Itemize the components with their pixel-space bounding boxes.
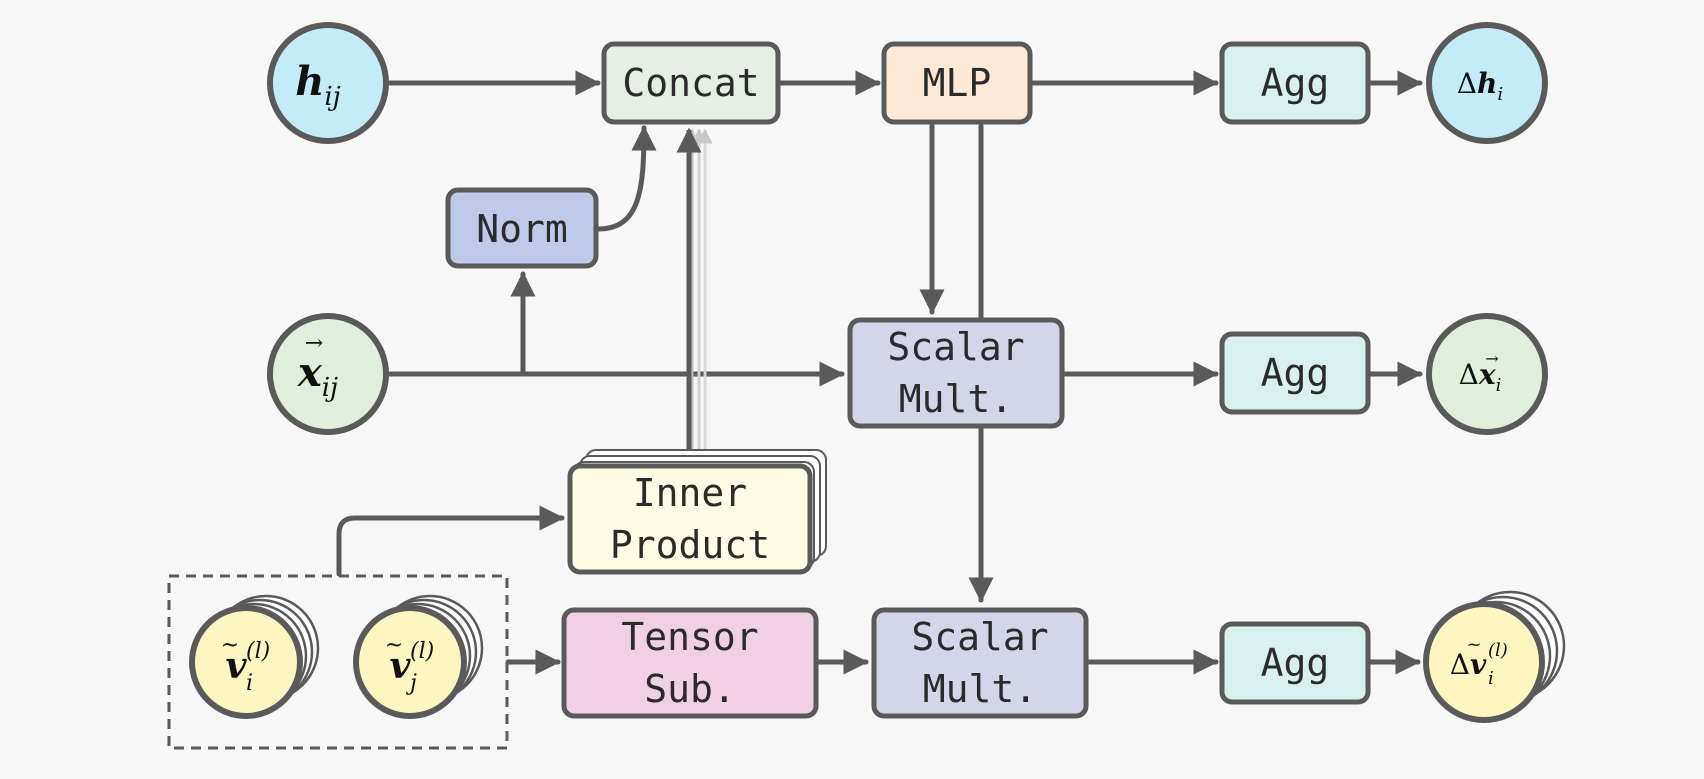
agg-x-box	[1219, 331, 1371, 415]
delta-v-i-symbol: v	[1470, 648, 1487, 681]
v-j-symbol: v	[390, 645, 412, 687]
agg-h-label: Agg	[1261, 61, 1330, 105]
delta-h-i-subscript: i	[1497, 84, 1503, 105]
delta-x-i-subscript: i	[1496, 375, 1502, 396]
scalar-mult-v-box	[871, 607, 1089, 719]
svg-text:Δxi: Δxi	[1459, 358, 1502, 396]
inner-product-box	[567, 463, 813, 575]
delta-v-i-tilde: ~	[1466, 634, 1481, 655]
delta-v-i-superscript: (l)	[1488, 640, 1508, 661]
node-delta-h-i: Δhi	[1426, 22, 1548, 144]
mlp-label: MLP	[923, 61, 992, 105]
v-i-tilde: ~	[221, 633, 239, 658]
node-delta-v-i: Δv ~ i (l)	[1423, 590, 1566, 723]
delta-v-i-delta: Δ	[1450, 648, 1470, 681]
node-v-j: v ~ j (l)	[353, 594, 484, 719]
node-delta-x-i: Δxi →	[1426, 313, 1548, 435]
scalar-mult-v-label-line1: Scalar	[911, 615, 1048, 659]
tensor-sub-label-line1: Tensor	[621, 615, 758, 659]
delta-x-i-symbol: x	[1478, 358, 1496, 391]
agg-h-box	[1219, 41, 1371, 125]
v-i-superscript: (l)	[246, 639, 270, 664]
norm-box	[445, 187, 599, 269]
box-labels: Concat MLP Agg Norm Scalar Mult. Agg Inn…	[476, 61, 1329, 711]
scalar-mult-x-box	[847, 317, 1065, 429]
svg-text:v: v	[226, 645, 248, 687]
edge-norm-to-concat	[595, 125, 657, 232]
svg-text:hij: hij	[295, 58, 340, 112]
v-j-superscript: (l)	[410, 639, 434, 664]
concat-box	[601, 41, 781, 125]
scalar-mult-x-label-line1: Scalar	[887, 325, 1024, 369]
h-ij-symbol: h	[295, 58, 324, 105]
v-i-symbol: v	[226, 645, 248, 687]
svg-text:v: v	[390, 645, 412, 687]
svg-text:Δhi: Δhi	[1457, 67, 1503, 105]
inner-product-stack	[567, 449, 827, 575]
h-ij-subscript: ij	[324, 82, 340, 112]
edge-v-to-inner-product	[336, 505, 565, 577]
scalar-mult-x-label-line2: Mult.	[899, 377, 1013, 421]
boxes	[445, 41, 1371, 429]
inner-product-label-line2: Product	[610, 523, 770, 567]
norm-label: Norm	[476, 207, 568, 251]
edge-inner-product-to-concat	[676, 127, 713, 464]
x-ij-symbol: x	[297, 349, 323, 396]
delta-h-i-delta: Δ	[1457, 67, 1477, 100]
svg-text:xij: xij	[297, 349, 338, 403]
mlp-box	[881, 41, 1033, 125]
concat-label: Concat	[622, 61, 759, 105]
v-i-subscript: i	[246, 671, 253, 696]
node-v-i: v ~ i (l)	[189, 594, 320, 719]
inner-product-label-line1: Inner	[633, 471, 747, 515]
delta-x-i-delta: Δ	[1459, 358, 1479, 391]
svg-text:Δv: Δv	[1450, 648, 1487, 681]
node-h-ij: hij	[267, 22, 389, 144]
delta-v-i-subscript: i	[1488, 668, 1494, 689]
x-ij-vector-arrow: →	[305, 331, 323, 356]
delta-x-i-vector-arrow: →	[1485, 349, 1498, 368]
v-j-tilde: ~	[385, 633, 403, 658]
agg-v-box	[1219, 621, 1371, 705]
delta-h-i-symbol: h	[1477, 67, 1497, 100]
scalar-mult-v-label-line2: Mult.	[923, 667, 1037, 711]
boxes-bottom	[561, 607, 1371, 719]
tensor-sub-box	[561, 607, 819, 719]
node-x-ij: xij →	[267, 313, 389, 435]
x-ij-subscript: ij	[322, 373, 338, 403]
tensor-sub-label-line2: Sub.	[644, 667, 736, 711]
agg-v-label: Agg	[1261, 641, 1330, 685]
agg-x-label: Agg	[1261, 351, 1330, 395]
